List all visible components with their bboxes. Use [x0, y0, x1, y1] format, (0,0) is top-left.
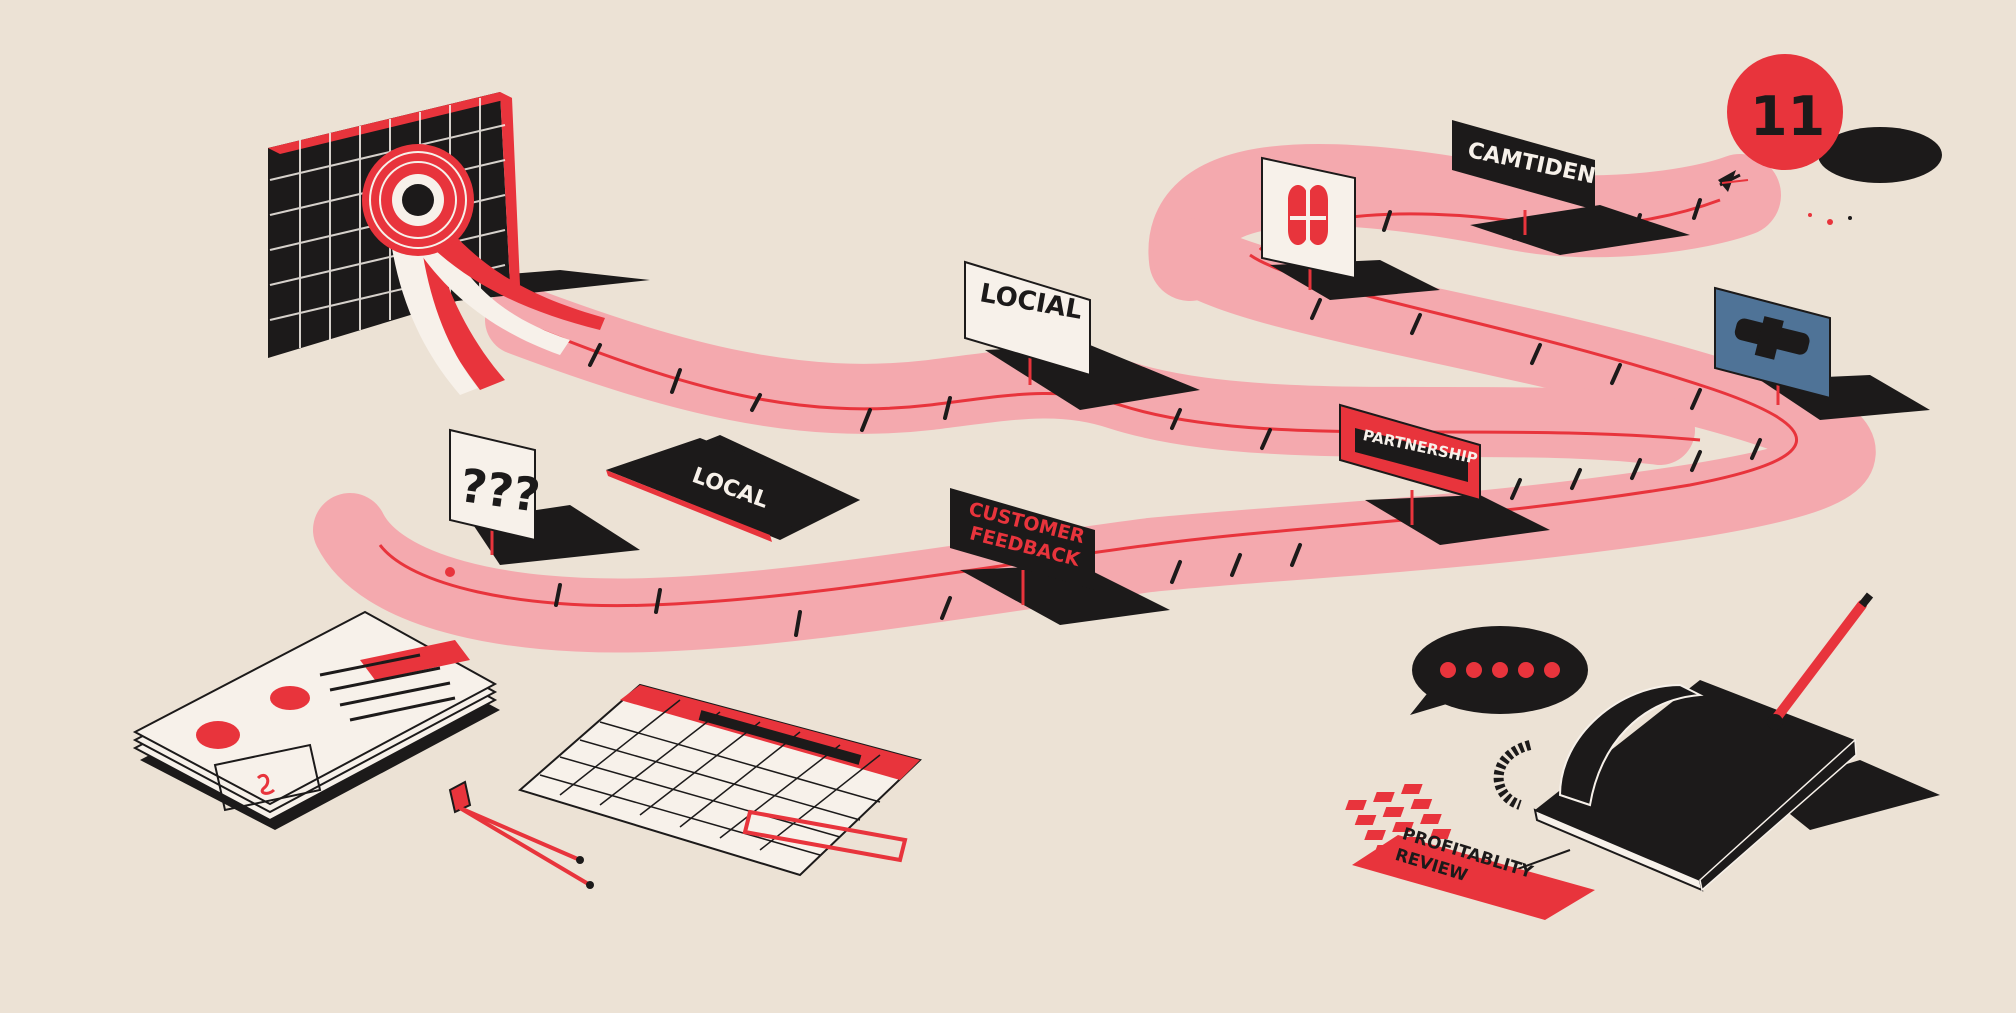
- blue-sign: [1714, 286, 1930, 420]
- customer-feedback-sign: [950, 488, 1170, 625]
- locial-sign: [964, 260, 1200, 410]
- speech-bubble-icon: [1410, 626, 1588, 715]
- flag-sign-icon: [1718, 170, 1749, 192]
- number-badge: [1727, 54, 1942, 225]
- question-marks-label: ???: [457, 458, 544, 523]
- ribbon-rosette-icon: [362, 144, 605, 395]
- partnership-sign: [1339, 403, 1550, 545]
- compass-divider-icon: [448, 780, 594, 889]
- local-slab: [606, 435, 860, 542]
- question-marks-sign: [449, 428, 640, 565]
- pen-icon: [1767, 592, 1874, 730]
- badge-number: 11: [1750, 85, 1825, 148]
- document-stack-icon: [132, 610, 500, 830]
- calendar-grid-icon: [517, 683, 922, 877]
- camtiden-sign: [1452, 120, 1690, 255]
- red-icon-sign: [1261, 156, 1440, 300]
- path-tick-marks: [554, 198, 1762, 637]
- profitability-review-tag: [1352, 835, 1595, 920]
